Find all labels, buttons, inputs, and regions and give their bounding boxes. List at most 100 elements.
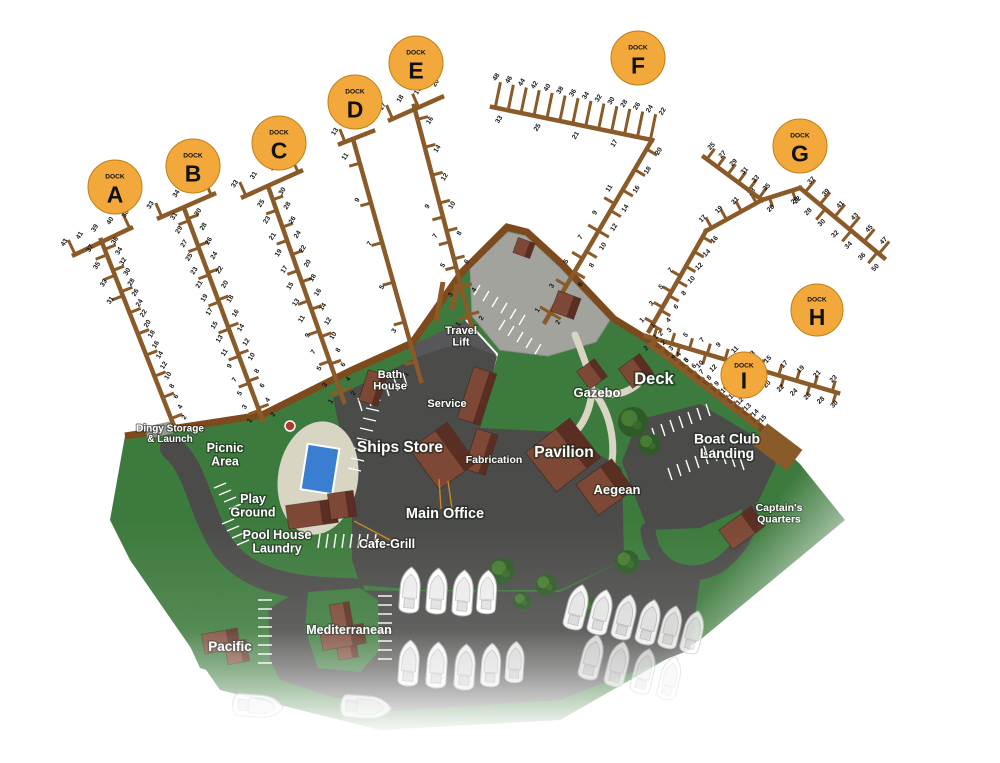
slip-number: 17 [378,101,388,111]
dock-finger [238,181,248,197]
slip-number: 31 [169,211,179,221]
map-label-service: Service [427,398,466,410]
slip-number: 2 [643,345,651,353]
badge-word: DOCK [269,129,289,136]
badge-word: DOCK [406,49,426,56]
dock-finger [208,300,220,308]
slip-number: 29 [174,225,184,235]
dock-finger [549,311,562,321]
dock-finger [877,240,891,255]
slip-number: 22 [658,106,668,116]
parking-tick [509,308,517,320]
slip-number: 43 [60,238,70,248]
slip-number: 11 [297,314,307,324]
slip-number: 34 [172,189,182,199]
dock-finger [145,349,158,357]
parking-tick [357,397,363,412]
slip-number: 16 [632,184,642,194]
slip-number: 20 [431,78,441,88]
slip-number: 4 [471,286,479,293]
slip-number: 11 [605,183,615,193]
slip-number: 38 [121,209,131,219]
slip-number: 42 [530,80,540,90]
parking-tick [498,319,506,331]
dock-finger [633,168,646,177]
slip-number: 7 [310,349,318,356]
dock-finger [382,280,394,287]
dock-finger [603,196,616,205]
slip-number: 41 [835,200,845,210]
slip-number: 5 [657,283,665,291]
slip-number: 6 [340,361,348,368]
slip-number: 17 [280,264,290,274]
map-label-main-office: Main Office [406,506,484,522]
docks-layer: 4341394038373533313634323028262422201816… [60,72,891,431]
slip-number: 23 [262,215,272,225]
slip-number: 1 [403,371,411,378]
dock-finger [424,142,436,149]
slip-number: 2 [478,315,486,322]
parking-tick [213,482,227,489]
dock-finger [747,178,758,192]
parking-tick [362,417,377,422]
map-label-line: Travel [445,325,477,337]
slip-number: 22 [298,244,308,254]
parking-tick [507,325,515,337]
slip-number: 46 [504,75,514,85]
dock-finger [493,81,502,108]
map-label-line: Dingy Storage [136,424,204,435]
dock-finger [238,381,250,389]
parking-tick [347,467,362,472]
slip-number: 7 [699,336,707,344]
slip-number: 13 [215,334,225,344]
slip-number: 15 [210,320,220,330]
dock-finger [247,375,260,383]
dock-finger [650,340,658,348]
parking-tick [365,407,380,412]
fade-right [600,350,1000,763]
map-label-line: Ships Store [357,439,444,456]
slip-number: 22 [139,308,149,318]
map-label-line: Service [427,398,466,410]
dock-finger [104,243,117,251]
slip-number: 28 [127,277,137,287]
slip-number: 38 [555,85,565,95]
slip-number: 16 [151,340,161,350]
slip-number: 12 [159,360,169,370]
slip-number: 10 [163,371,173,381]
parking-tick [491,296,499,308]
slip-number: 14 [433,144,443,154]
map-label-line: Bath [378,369,403,381]
dock-finger [555,278,568,287]
dock-spine [181,205,266,424]
dock-finger [121,213,132,230]
dock-finger [803,178,817,194]
parking-tick [534,343,542,355]
building-ships-store [409,421,477,491]
slip-number: 14 [236,323,246,333]
slip-number: 4 [177,403,185,410]
slip-number: 19 [714,205,724,215]
map-label-line: Fabrication [466,454,523,466]
playground-marker [284,420,296,432]
badge-word: DOCK [345,88,365,95]
slip-number: 4 [665,317,673,325]
dock-spine [240,168,304,200]
slip-number: 43 [850,212,860,222]
dock-finger [660,309,672,318]
badge-letter: G [791,141,809,167]
slip-number: 21 [195,279,205,289]
dock-finger [248,408,260,416]
dock-finger [162,391,175,399]
slip-number: 24 [293,230,303,240]
slip-number: 6 [577,281,585,288]
map-label-dingy-storage: Dingy Storage& Launch [136,424,204,446]
slip-number: 5 [563,258,571,265]
slip-number: 30 [123,267,133,277]
dock-finger [170,412,183,420]
parking-tick [473,284,481,296]
parking-tick [393,377,399,392]
